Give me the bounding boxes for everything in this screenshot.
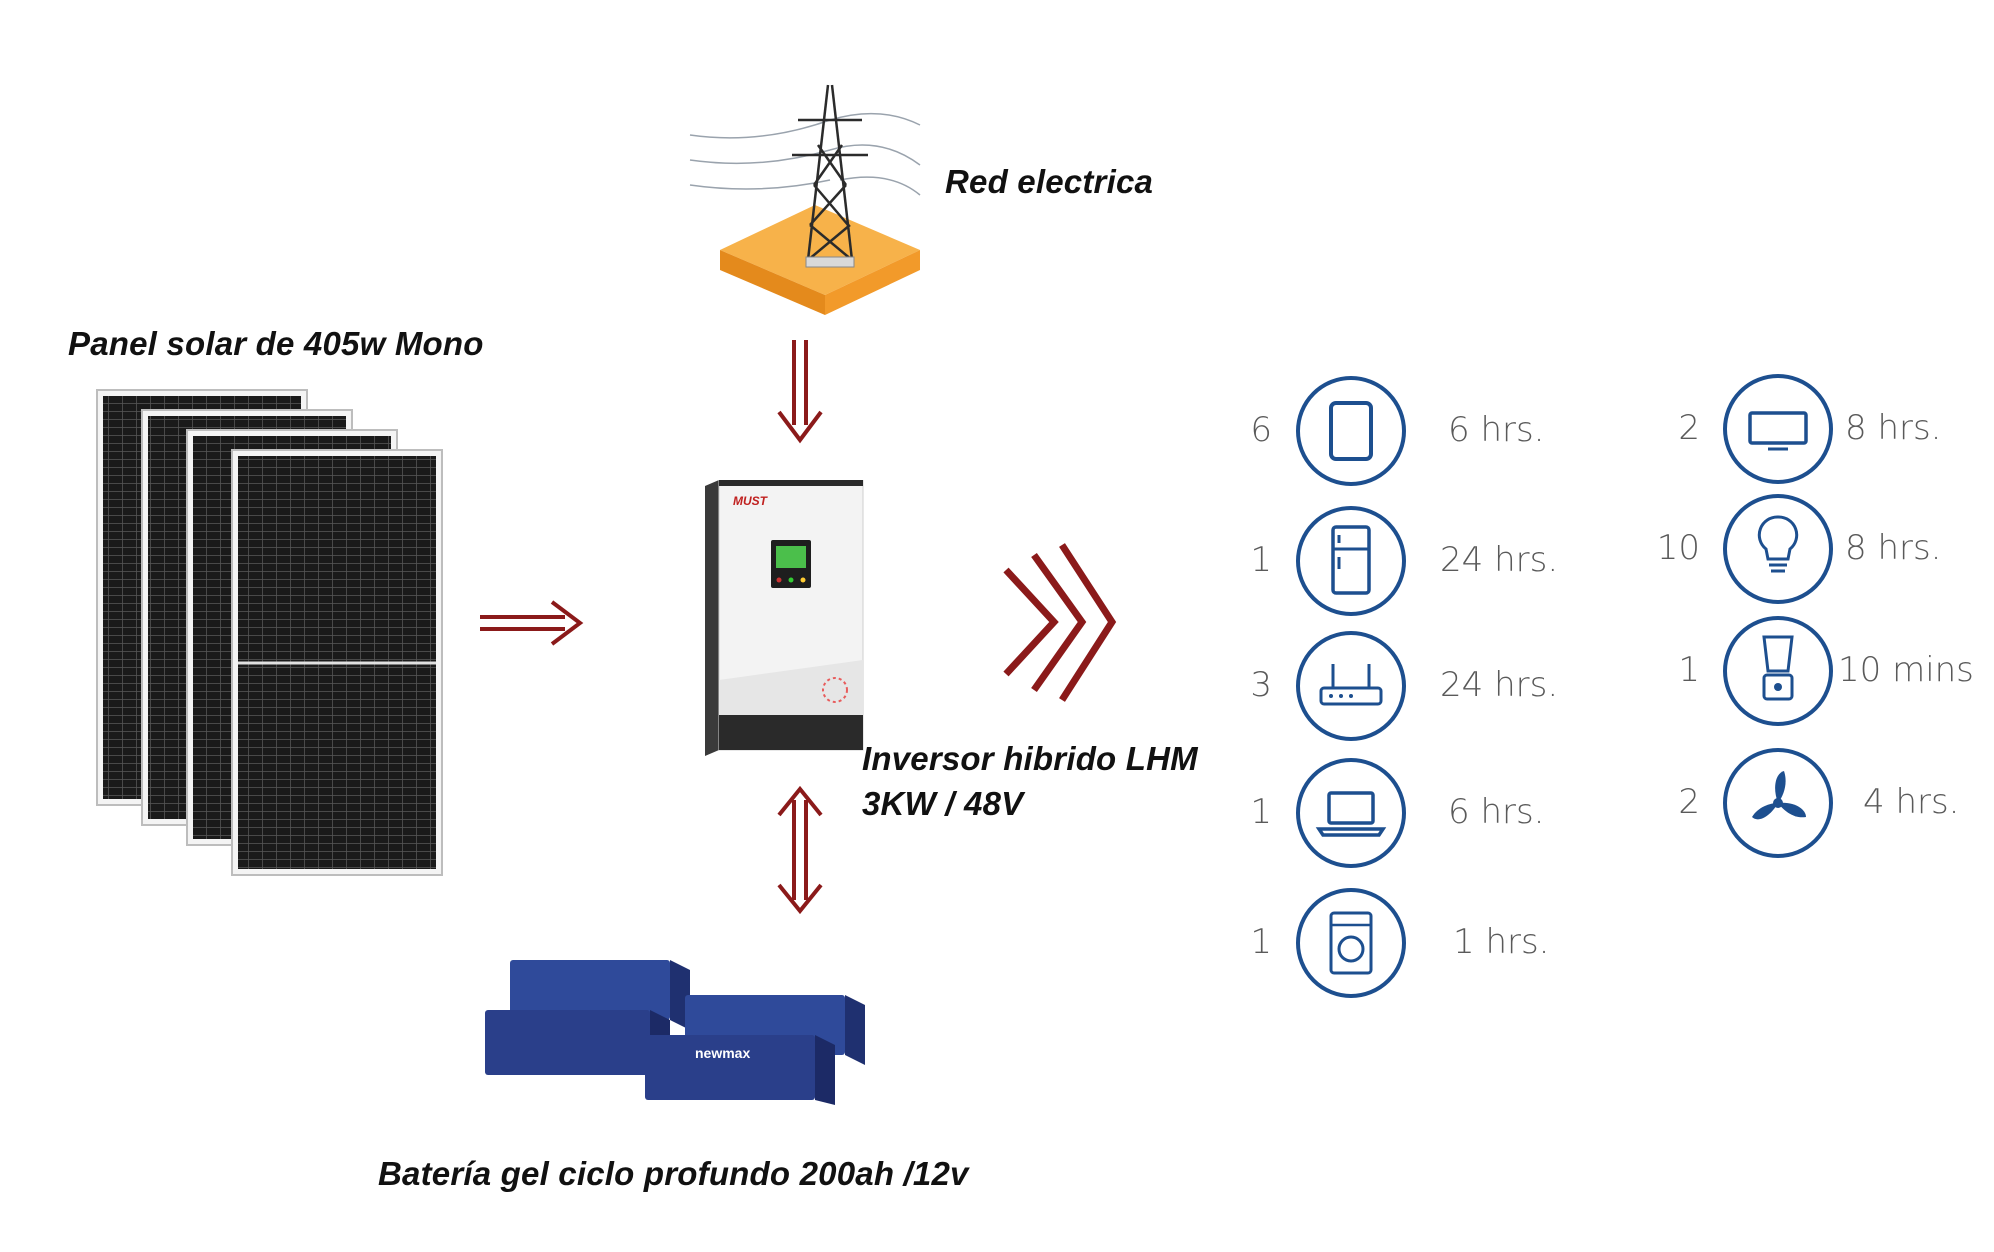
- battery-label: Batería gel ciclo profundo 200ah /12v: [378, 1155, 969, 1192]
- solar-panel-array: [95, 388, 455, 878]
- inverter-to-loads-chevrons: [1000, 540, 1120, 705]
- inverter-brand: MUST: [733, 494, 767, 508]
- load-duration: 24 hrs.: [1440, 540, 1559, 580]
- load-duration: 6 hrs.: [1448, 792, 1545, 832]
- washing-machine-icon: [1295, 887, 1407, 999]
- inverter-battery-arrow: [775, 785, 825, 915]
- tablet-icon: [1295, 375, 1407, 487]
- load-quantity: 2: [1678, 782, 1700, 822]
- laptop-icon: [1295, 757, 1407, 869]
- inverter-label-line2: 3KW / 48V: [862, 785, 1024, 822]
- load-quantity: 1: [1678, 650, 1700, 690]
- load-quantity: 3: [1250, 665, 1272, 705]
- grid-label: Red electrica: [945, 163, 1154, 200]
- router-icon: [1295, 630, 1407, 742]
- fan-icon: [1722, 747, 1834, 859]
- panel-label: Panel solar de 405w Mono: [68, 325, 484, 362]
- load-duration: 10 mins: [1838, 650, 1974, 690]
- load-quantity: 10: [1656, 528, 1700, 568]
- load-duration: 24 hrs.: [1440, 665, 1559, 705]
- load-duration: 4 hrs.: [1863, 782, 1960, 822]
- load-duration: 8 hrs.: [1845, 408, 1942, 448]
- load-duration: 1 hrs.: [1453, 922, 1550, 962]
- load-duration: 6 hrs.: [1448, 410, 1545, 450]
- light-bulb-icon: [1722, 493, 1834, 605]
- load-quantity: 1: [1250, 792, 1272, 832]
- grid-to-inverter-arrow: [775, 340, 825, 445]
- load-duration: 8 hrs.: [1845, 528, 1942, 568]
- tv-icon: [1722, 373, 1834, 485]
- load-quantity: 1: [1250, 540, 1272, 580]
- refrigerator-icon: [1295, 505, 1407, 617]
- load-quantity: 1: [1250, 922, 1272, 962]
- panel-to-inverter-arrow: [480, 598, 585, 648]
- battery-bank: newmax: [480, 955, 880, 1105]
- hybrid-inverter: MUST: [705, 479, 865, 760]
- load-quantity: 2: [1678, 408, 1700, 448]
- inverter-label-line1: Inversor hibrido LHM: [862, 740, 1198, 777]
- blender-icon: [1722, 615, 1834, 727]
- power-tower-icon: [680, 75, 940, 325]
- load-quantity: 6: [1250, 410, 1272, 450]
- battery-brand: newmax: [695, 1045, 751, 1061]
